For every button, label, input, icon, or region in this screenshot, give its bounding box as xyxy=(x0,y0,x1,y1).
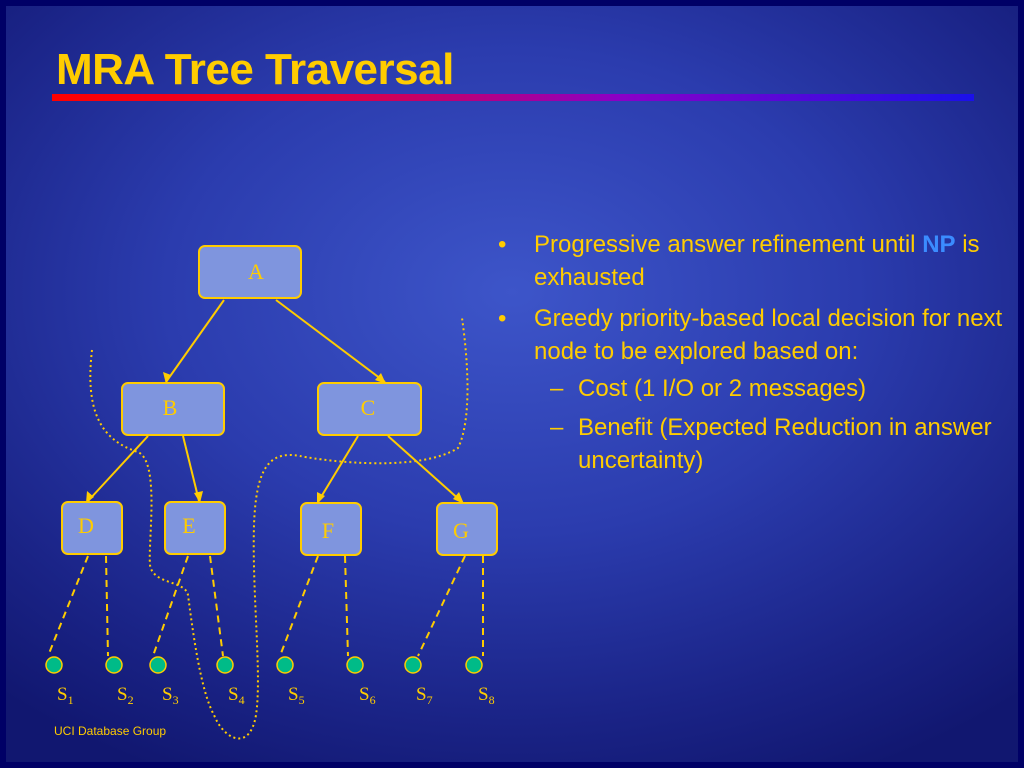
tree-node-f: F xyxy=(300,502,362,556)
tree-node-g: G xyxy=(436,502,498,556)
tree-node-a: A xyxy=(198,245,302,299)
tree-node-label: D xyxy=(78,513,94,538)
site-s8 xyxy=(465,656,483,674)
tree-node-b: B xyxy=(121,382,225,436)
edge-b-d xyxy=(87,435,149,502)
dash-d-s2 xyxy=(105,555,109,657)
tree-node-label: C xyxy=(361,395,376,420)
arrowhead-f xyxy=(317,492,325,504)
bullet-marker: • xyxy=(498,305,507,332)
sub-bullet-list: – Cost (1 I/O or 2 messages) – Benefit (… xyxy=(534,372,1008,477)
bullet-text: Progressive answer refinement until xyxy=(534,231,916,258)
footer-text: UCI Database Group xyxy=(54,724,167,738)
site-label-s1: S1 xyxy=(57,684,74,707)
sub-bullet-text: Benefit (Expected Reduction in answer un… xyxy=(578,414,992,474)
tree-node-label: E xyxy=(182,513,195,538)
arrowhead-g xyxy=(453,492,464,504)
bullet-text: Greedy priority-based local decision for… xyxy=(534,305,1003,365)
np-highlight: NP xyxy=(922,231,956,258)
slide-title: MRA Tree Traversal xyxy=(56,45,454,94)
arrowhead-e xyxy=(194,491,203,503)
frontier-boundary xyxy=(89,317,469,740)
dash-e-s3 xyxy=(152,555,189,657)
edge-c-g xyxy=(387,435,463,503)
tree-node-label: G xyxy=(453,518,469,543)
site-s3 xyxy=(149,656,167,674)
site-label-s4: S4 xyxy=(228,684,245,707)
arrowhead-c xyxy=(375,373,386,384)
bullet-text: is exhausted xyxy=(534,231,980,291)
site-s1 xyxy=(45,656,63,674)
dash-g-s7 xyxy=(417,555,466,657)
edge-b-e xyxy=(182,435,200,502)
bullet-marker: • xyxy=(498,231,507,258)
tree-node-e: E xyxy=(164,501,226,555)
dash-d-s1 xyxy=(47,555,89,657)
bullet-list: • Progressive answer refinement until NP… xyxy=(498,228,1008,485)
site-s7 xyxy=(404,656,422,674)
site-s6 xyxy=(346,656,364,674)
tree-node-d: D xyxy=(61,501,123,555)
site-label-s7: S7 xyxy=(416,684,433,707)
arrowhead-b xyxy=(163,372,171,384)
tree-node-label: F xyxy=(322,518,334,543)
edge-c-f xyxy=(317,435,359,503)
sub-bullet-item: – Cost (1 I/O or 2 messages) xyxy=(534,372,1008,405)
sub-bullet-marker: – xyxy=(550,375,564,402)
sub-bullet-text: Cost (1 I/O or 2 messages) xyxy=(578,375,867,402)
site-label-s3: S3 xyxy=(162,684,179,707)
bullet-item: • Progressive answer refinement until NP… xyxy=(498,228,1008,294)
edge-a-c xyxy=(275,299,386,383)
dash-e-s4 xyxy=(209,555,224,657)
dash-f-s5 xyxy=(279,555,319,657)
sub-bullet-item: – Benefit (Expected Reduction in answer … xyxy=(534,411,1008,477)
site-s2 xyxy=(105,656,123,674)
edge-a-b xyxy=(165,299,225,383)
site-label-s5: S5 xyxy=(288,684,305,707)
site-label-s8: S8 xyxy=(478,684,495,707)
arrowhead-d xyxy=(86,491,94,503)
bullet-item: • Greedy priority-based local decision f… xyxy=(498,302,1008,477)
title-underline xyxy=(52,94,974,101)
sub-bullet-marker: – xyxy=(550,414,564,441)
site-label-s6: S6 xyxy=(359,684,376,707)
tree-node-label: A xyxy=(248,259,264,284)
site-label-s2: S2 xyxy=(117,684,134,707)
site-s5 xyxy=(276,656,294,674)
dash-f-s6 xyxy=(344,555,349,657)
site-s4 xyxy=(216,656,234,674)
tree-node-c: C xyxy=(317,382,422,436)
tree-node-label: B xyxy=(163,395,178,420)
